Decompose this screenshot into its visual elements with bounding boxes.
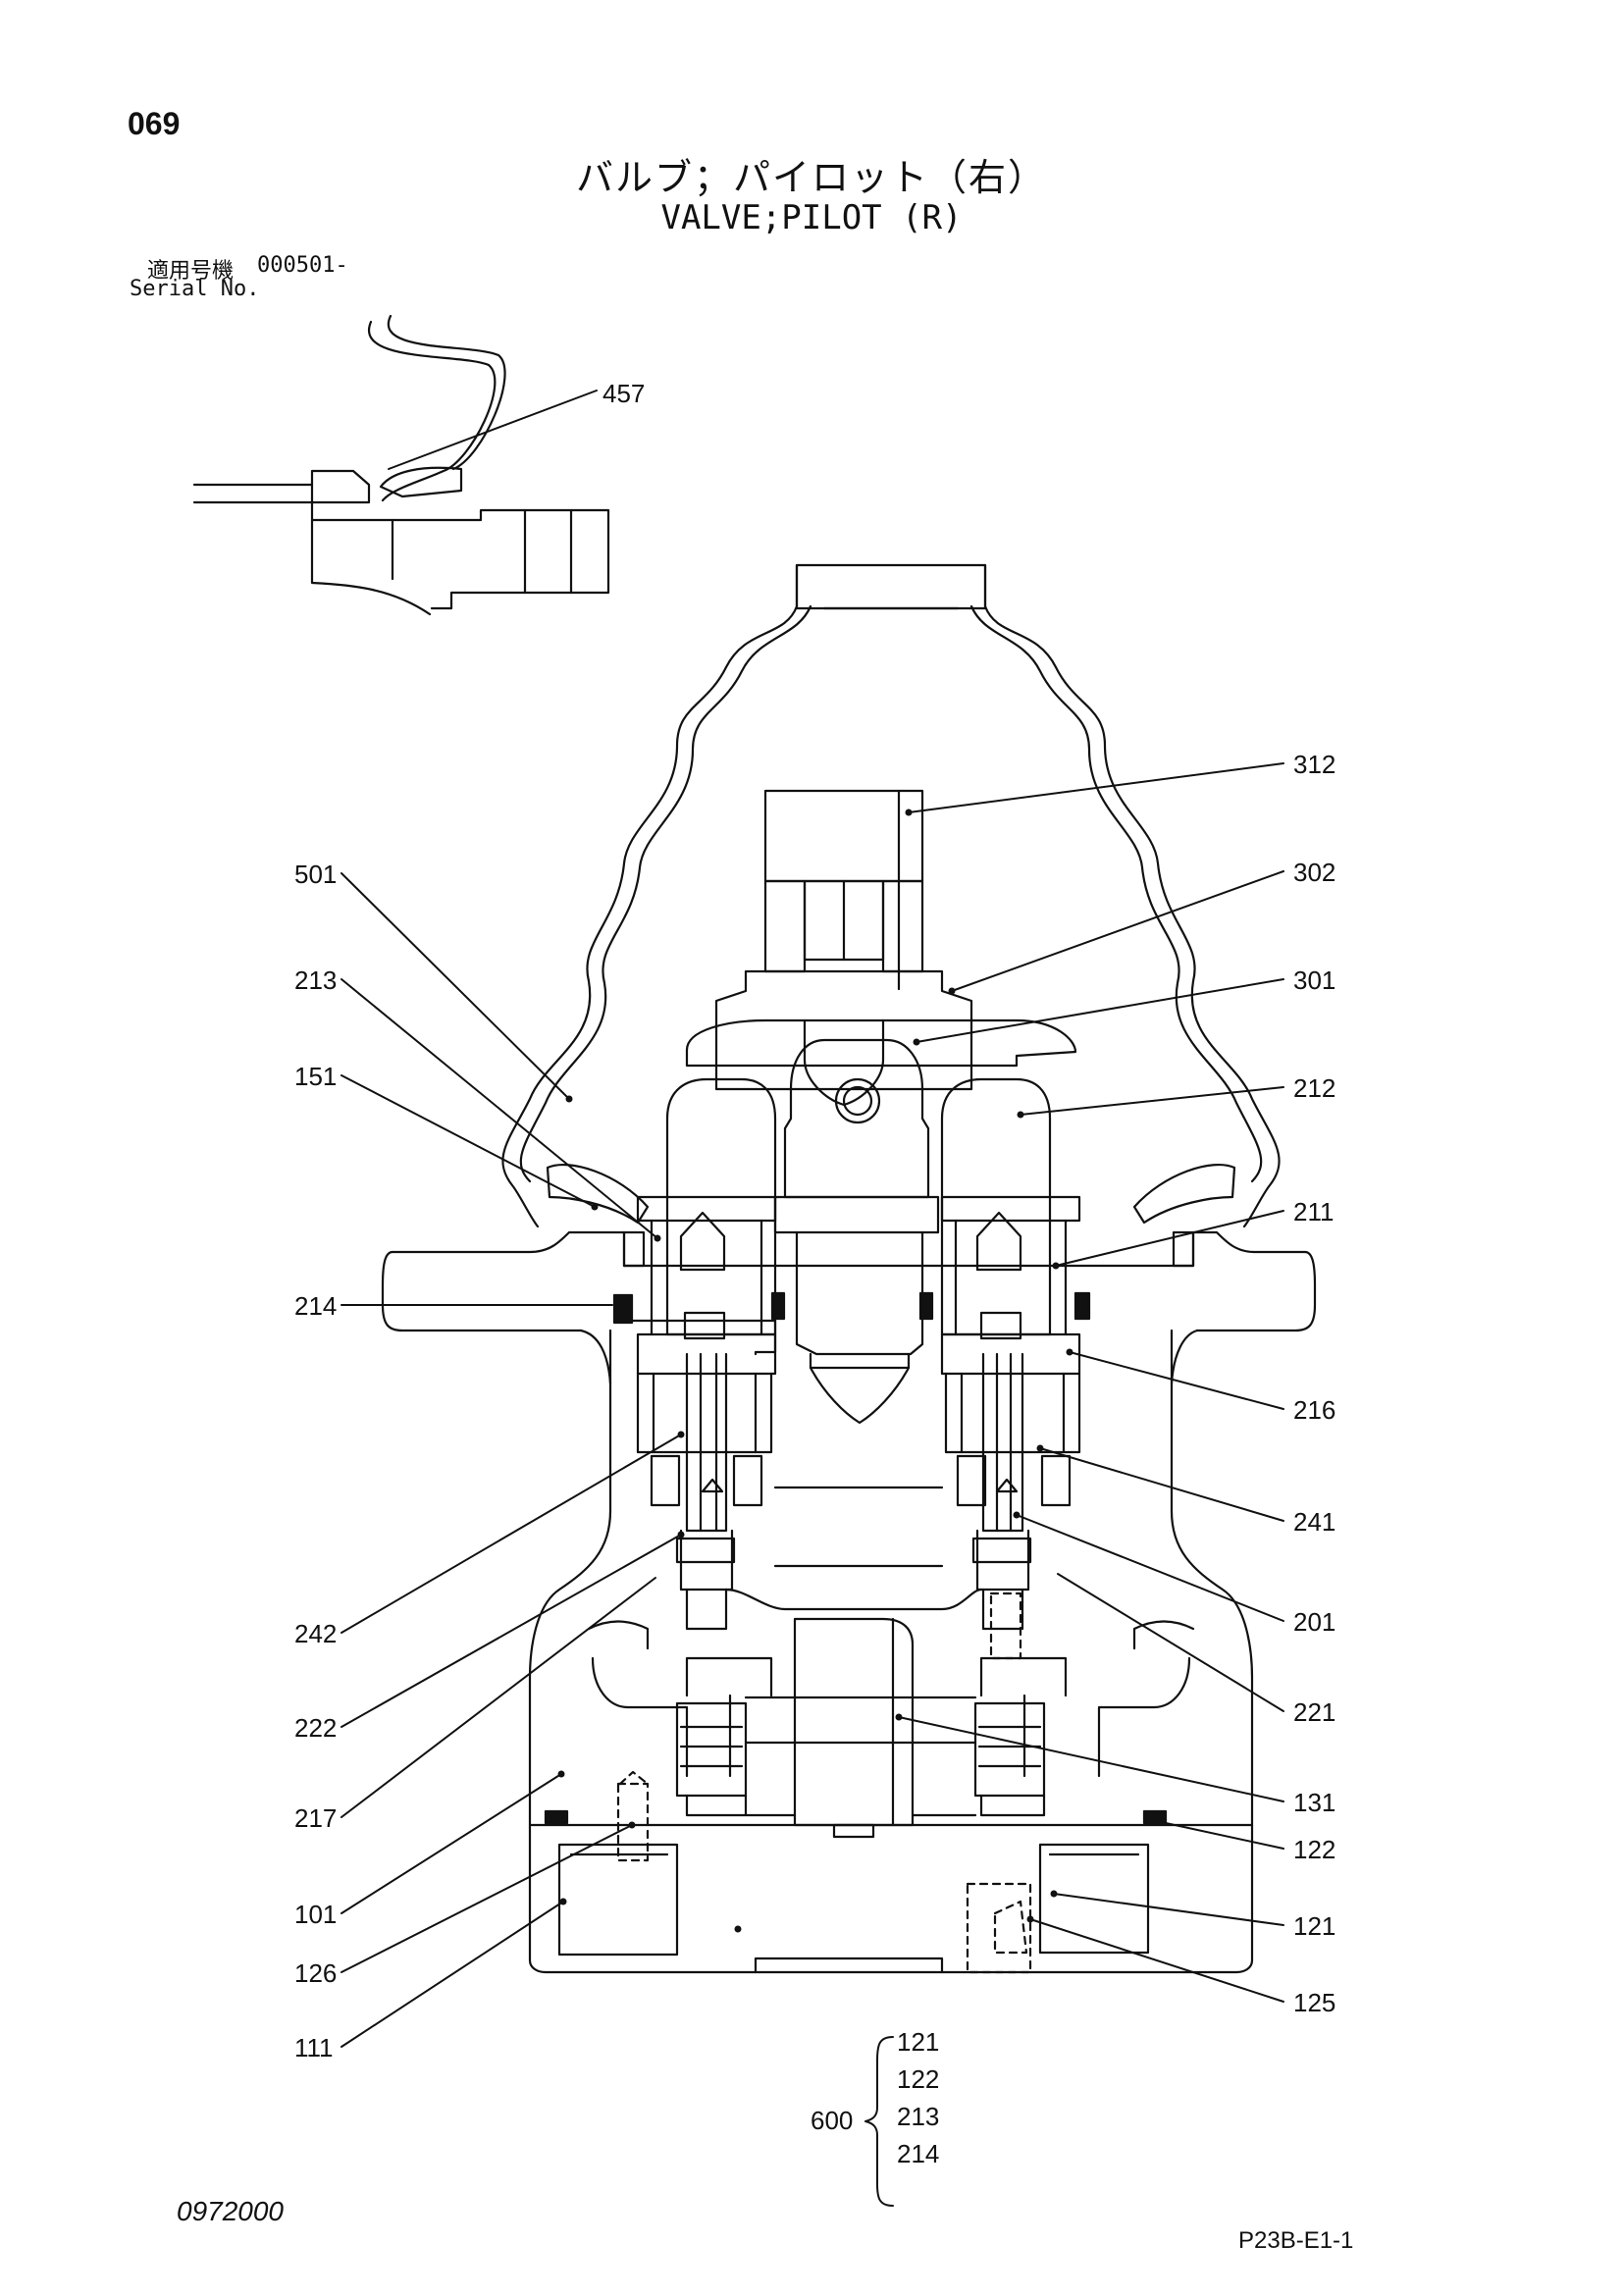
- callout-151: 151: [294, 1062, 338, 1091]
- callout-457: 457: [602, 379, 646, 408]
- page-number: 069: [128, 106, 181, 141]
- title-english: VALVE;PILOT (R): [660, 198, 963, 237]
- title-japanese: バルブ；パイロット（右）: [575, 156, 1047, 199]
- kit-item: 122: [897, 2064, 940, 2094]
- kit-item: 121: [897, 2027, 940, 2057]
- callout-302: 302: [1293, 858, 1336, 887]
- callout-213: 213: [294, 965, 338, 995]
- callout-122: 122: [1293, 1835, 1336, 1864]
- callout-221: 221: [1293, 1697, 1336, 1727]
- rubber-boot: [501, 563, 1281, 1228]
- callout-242: 242: [294, 1619, 338, 1648]
- callout-217: 217: [294, 1803, 338, 1833]
- leader-lines: [340, 390, 1284, 2048]
- kit-label: 600: [811, 2106, 854, 2135]
- leader-dots: [557, 809, 1073, 1933]
- callout-301: 301: [1293, 965, 1336, 995]
- callout-125: 125: [1293, 1988, 1336, 2017]
- callout-222: 222: [294, 1713, 338, 1743]
- casing-body: [381, 1230, 1317, 1827]
- callout-126: 126: [294, 1958, 338, 1988]
- callout-121: 121: [1293, 1911, 1336, 1941]
- callout-211: 211: [1293, 1197, 1335, 1226]
- drawing-code: 0972000: [177, 2196, 285, 2226]
- serial-label-english: Serial No.: [130, 277, 260, 301]
- callout-312: 312: [1293, 750, 1336, 779]
- callout-201: 201: [1293, 1607, 1336, 1637]
- serial-value: 000501-: [257, 253, 348, 278]
- base-plate: [528, 1291, 1254, 1974]
- callout-241: 241: [1293, 1507, 1336, 1537]
- handle-shaft: [685, 789, 1077, 1425]
- callout-214: 214: [294, 1291, 338, 1321]
- serial-label-japanese: 適用号機: [147, 259, 235, 284]
- callout-101: 101: [294, 1900, 338, 1929]
- callout-111: 111: [294, 2033, 334, 2062]
- callout-212: 212: [1293, 1073, 1336, 1103]
- page-code: P23B-E1-1: [1238, 2227, 1354, 2254]
- center-block: [744, 1617, 977, 1839]
- right-plunger: [940, 1077, 1081, 1631]
- kit-item: 213: [897, 2102, 940, 2131]
- callout-216: 216: [1293, 1395, 1336, 1425]
- callout-501: 501: [294, 860, 338, 889]
- kit-brace: [864, 2036, 894, 2207]
- hidden-bolts: [616, 1592, 1032, 1974]
- kit-item: 214: [897, 2139, 940, 2168]
- left-plunger: [612, 1077, 777, 1631]
- callout-131: 131: [1293, 1788, 1336, 1817]
- inset-detail: [192, 314, 610, 616]
